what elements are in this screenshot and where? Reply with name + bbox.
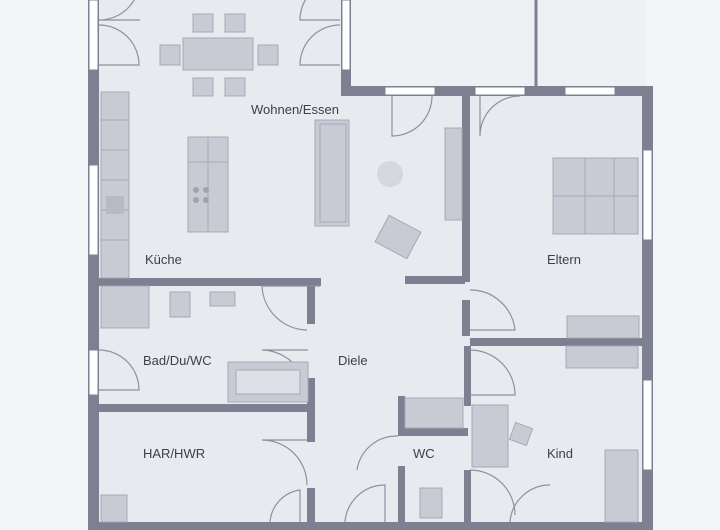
room-label-bad: Bad/Du/WC xyxy=(143,353,212,368)
door-swings xyxy=(98,0,551,523)
kid-bed xyxy=(604,449,639,523)
room-label-wohnen-essen: Wohnen/Essen xyxy=(251,102,339,117)
kitchen-counter xyxy=(100,91,130,279)
terrace xyxy=(346,0,646,88)
desk xyxy=(471,404,509,468)
table-lamp xyxy=(377,161,403,187)
furniture xyxy=(100,13,640,523)
dining-table xyxy=(182,37,254,71)
room-label-diele: Diele xyxy=(338,353,368,368)
armchair xyxy=(374,214,422,260)
room-label-eltern: Eltern xyxy=(547,252,581,267)
room-label-har: HAR/HWR xyxy=(143,446,206,461)
room-label-kueche: Küche xyxy=(145,252,182,267)
room-label-wc: WC xyxy=(413,446,435,461)
windows xyxy=(88,0,653,471)
appliances xyxy=(106,161,403,214)
room-label-kind: Kind xyxy=(547,446,574,461)
